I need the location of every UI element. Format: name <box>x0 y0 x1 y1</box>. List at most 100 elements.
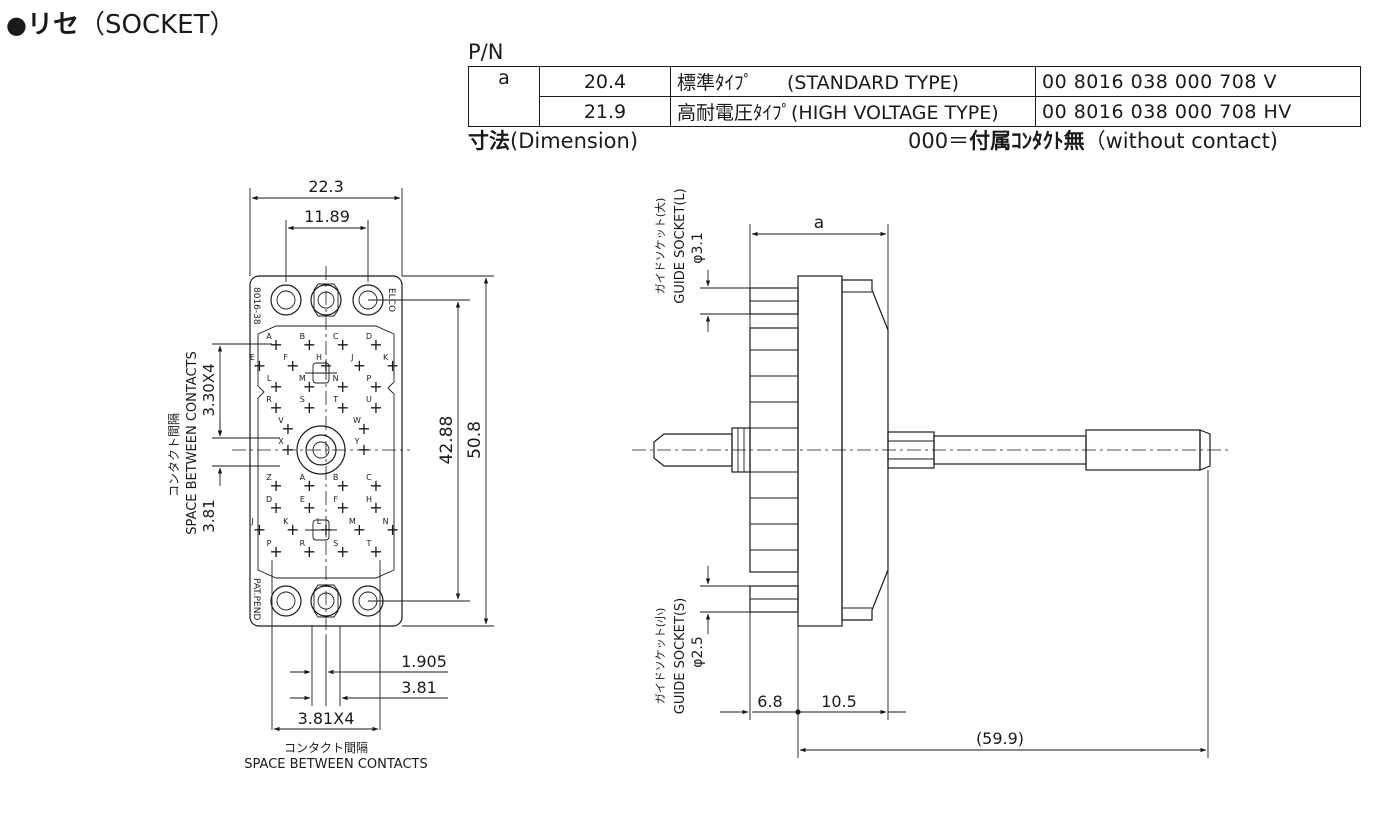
guide-s-jp: ガイドソケット(小) <box>654 608 667 705</box>
contact-label: R <box>300 539 306 548</box>
contact-label: N <box>383 517 389 526</box>
contact-label: U <box>366 395 372 404</box>
contact-mark: + <box>336 377 349 396</box>
contact-label: R <box>266 395 272 404</box>
contact-label: Z <box>266 473 272 482</box>
contact-label: J <box>250 517 253 526</box>
contact-label: H <box>366 495 372 504</box>
dimension-label: 寸法(Dimension) <box>468 125 638 155</box>
contact-label: M <box>349 517 356 526</box>
note-code: 000＝ <box>908 129 970 153</box>
contact-mark: + <box>286 520 299 539</box>
dim-pitch-small: 3.81 <box>200 499 218 532</box>
contact-label: E <box>250 353 255 362</box>
contact-mark: + <box>369 498 382 517</box>
contact-grid: +A+B+C+D+E+F+H+J+K+L+M+N+P+R+S+T+U+V+W+X… <box>250 332 399 561</box>
dim-a: a <box>814 213 824 233</box>
contact-mark: + <box>286 356 299 375</box>
contact-label: S <box>333 539 338 548</box>
contact-label: M <box>299 374 306 383</box>
marking-pat: PAT.PEND <box>251 578 261 620</box>
guide-l-jp: ガイドソケット(大) <box>653 198 667 295</box>
dim-length: (59.9) <box>976 729 1024 748</box>
type-jp: 標準ﾀｲﾌﾟ <box>677 72 754 94</box>
contact-label: P <box>267 539 272 548</box>
front-view: +A+B+C+D+E+F+H+J+K+L+M+N+P+R+S+T+U+V+W+X… <box>167 177 494 772</box>
contact-label: Y <box>354 437 360 446</box>
side-flange <box>797 275 843 627</box>
contact-mark: + <box>269 377 282 396</box>
note-jp: 付属ｺﾝﾀｸﾄ無 <box>969 129 1085 153</box>
dimension-en: (Dimension) <box>510 129 639 153</box>
contact-label: N <box>333 374 339 383</box>
contact-label: B <box>300 332 306 341</box>
contact-mark: + <box>369 335 382 354</box>
contact-mark: + <box>357 419 370 438</box>
note-en: （without contact) <box>1084 129 1278 153</box>
pn-label: P/N <box>468 40 504 64</box>
contact-mark: + <box>353 356 366 375</box>
contact-label: F <box>283 353 288 362</box>
contact-mark: + <box>369 542 382 561</box>
title-en: （SOCKET） <box>78 10 236 40</box>
contact-mark: + <box>281 440 294 459</box>
type-cell: 高耐電圧ﾀｲﾌﾟ(HIGH VOLTAGE TYPE) <box>670 96 1036 127</box>
marking-brand: ELCO <box>386 288 396 312</box>
contact-label: K <box>283 517 289 526</box>
contact-label: L <box>267 374 272 383</box>
contact-mark: + <box>253 520 266 539</box>
guide-s-en: GUIDE SOCKET(S) <box>673 598 688 714</box>
space-label-jp-v: コンタクト間隔 <box>167 413 181 497</box>
contact-mark: + <box>303 542 316 561</box>
contact-label: V <box>278 416 284 425</box>
dim-pitch-v: 3.30X4 <box>200 363 218 416</box>
contact-mark: + <box>319 520 332 539</box>
contact-mark: + <box>386 520 399 539</box>
contact-mark: + <box>369 398 382 417</box>
contact-label: A <box>300 473 306 482</box>
part-number: 00 8016 038 000 708 HV <box>1035 96 1361 127</box>
type-en: (HIGH VOLTAGE TYPE) <box>791 102 999 124</box>
table-row: 21.9 高耐電圧ﾀｲﾌﾟ(HIGH VOLTAGE TYPE) 00 8016… <box>469 96 1361 127</box>
front-centerlines <box>232 266 410 636</box>
front-holes-top <box>270 283 384 317</box>
contact-mark: + <box>303 377 316 396</box>
contact-label: L <box>317 517 322 526</box>
space-label-jp-h: コンタクト間隔 <box>284 741 368 755</box>
dim-h-pitch-total: 3.81X4 <box>298 709 355 728</box>
contact-label: C <box>333 332 339 341</box>
contact-label: C <box>366 473 372 482</box>
dim-h-pitch-small: 1.905 <box>401 652 447 671</box>
contact-mark: + <box>269 335 282 354</box>
contact-mark: + <box>269 542 282 561</box>
dim-guide-l: φ3.1 <box>690 232 706 264</box>
dim-width-inner: 11.89 <box>304 207 350 226</box>
contact-note: 000＝付属ｺﾝﾀｸﾄ無（without contact) <box>908 125 1278 155</box>
contact-label: K <box>383 353 389 362</box>
contact-mark: + <box>336 335 349 354</box>
type-cell: 標準ﾀｲﾌﾟ (STANDARD TYPE) <box>670 66 1036 97</box>
contact-mark: + <box>357 440 370 459</box>
type-en: (STANDARD TYPE) <box>787 72 960 94</box>
contact-mark: + <box>269 476 282 495</box>
contact-label: A <box>266 332 272 341</box>
a-value: 21.9 <box>539 96 671 127</box>
contact-label: W <box>353 416 361 425</box>
contact-mark: + <box>303 498 316 517</box>
contact-label: J <box>350 353 353 362</box>
part-number: 00 8016 038 000 708 V <box>1035 66 1361 97</box>
front-holes-bottom <box>270 584 384 618</box>
marking-part: 8016-38 <box>251 287 261 325</box>
table-row: a 20.4 標準ﾀｲﾌﾟ(STANDARD TYPE) 00 8016 038… <box>468 66 1361 127</box>
contact-label: H <box>316 353 322 362</box>
contact-label: X <box>278 437 284 446</box>
title-jp: リセ <box>26 10 79 40</box>
contact-mark: + <box>336 476 349 495</box>
contact-mark: + <box>369 377 382 396</box>
dimension-jp: 寸法 <box>468 129 510 153</box>
front-coding-keys <box>305 362 337 541</box>
side-knob-end <box>1199 429 1211 471</box>
contact-label: P <box>367 374 372 383</box>
dim-d2: 10.5 <box>821 692 857 711</box>
